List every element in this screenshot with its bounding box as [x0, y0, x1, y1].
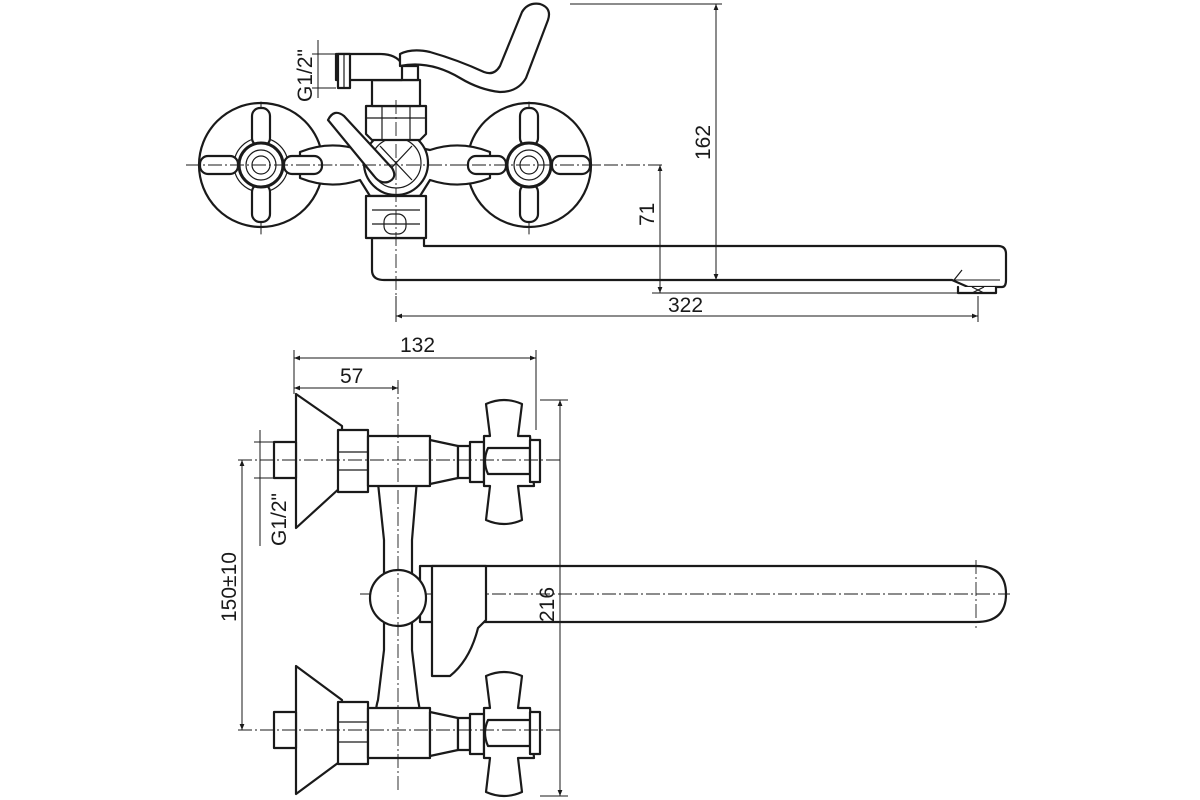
dim-132: 132 [400, 334, 435, 357]
lower-valve-side [272, 664, 542, 798]
side-view: 132 57 G1/2" 150±10 216 [218, 334, 1010, 798]
thread-label-top: G1/2" [294, 49, 317, 102]
spout-top [370, 236, 1008, 289]
dim-216: 216 [536, 587, 559, 622]
shower-outlet-fitting [334, 52, 404, 82]
top-view: G1/2" 162 71 322 [186, 2, 1008, 322]
diverter-lever-top [326, 111, 396, 184]
dim-71: 71 [636, 203, 659, 226]
upper-valve-side [272, 392, 542, 530]
handle-lever-side [430, 564, 488, 678]
dim-57: 57 [340, 365, 363, 388]
right-cross-handle [461, 101, 601, 235]
dim-162: 162 [692, 125, 715, 160]
dim-322: 322 [668, 294, 703, 317]
handle-lever-top [398, 2, 551, 94]
thread-label-side: G1/2" [268, 493, 291, 546]
left-cross-handle [189, 101, 333, 235]
dim-150: 150±10 [218, 552, 241, 622]
